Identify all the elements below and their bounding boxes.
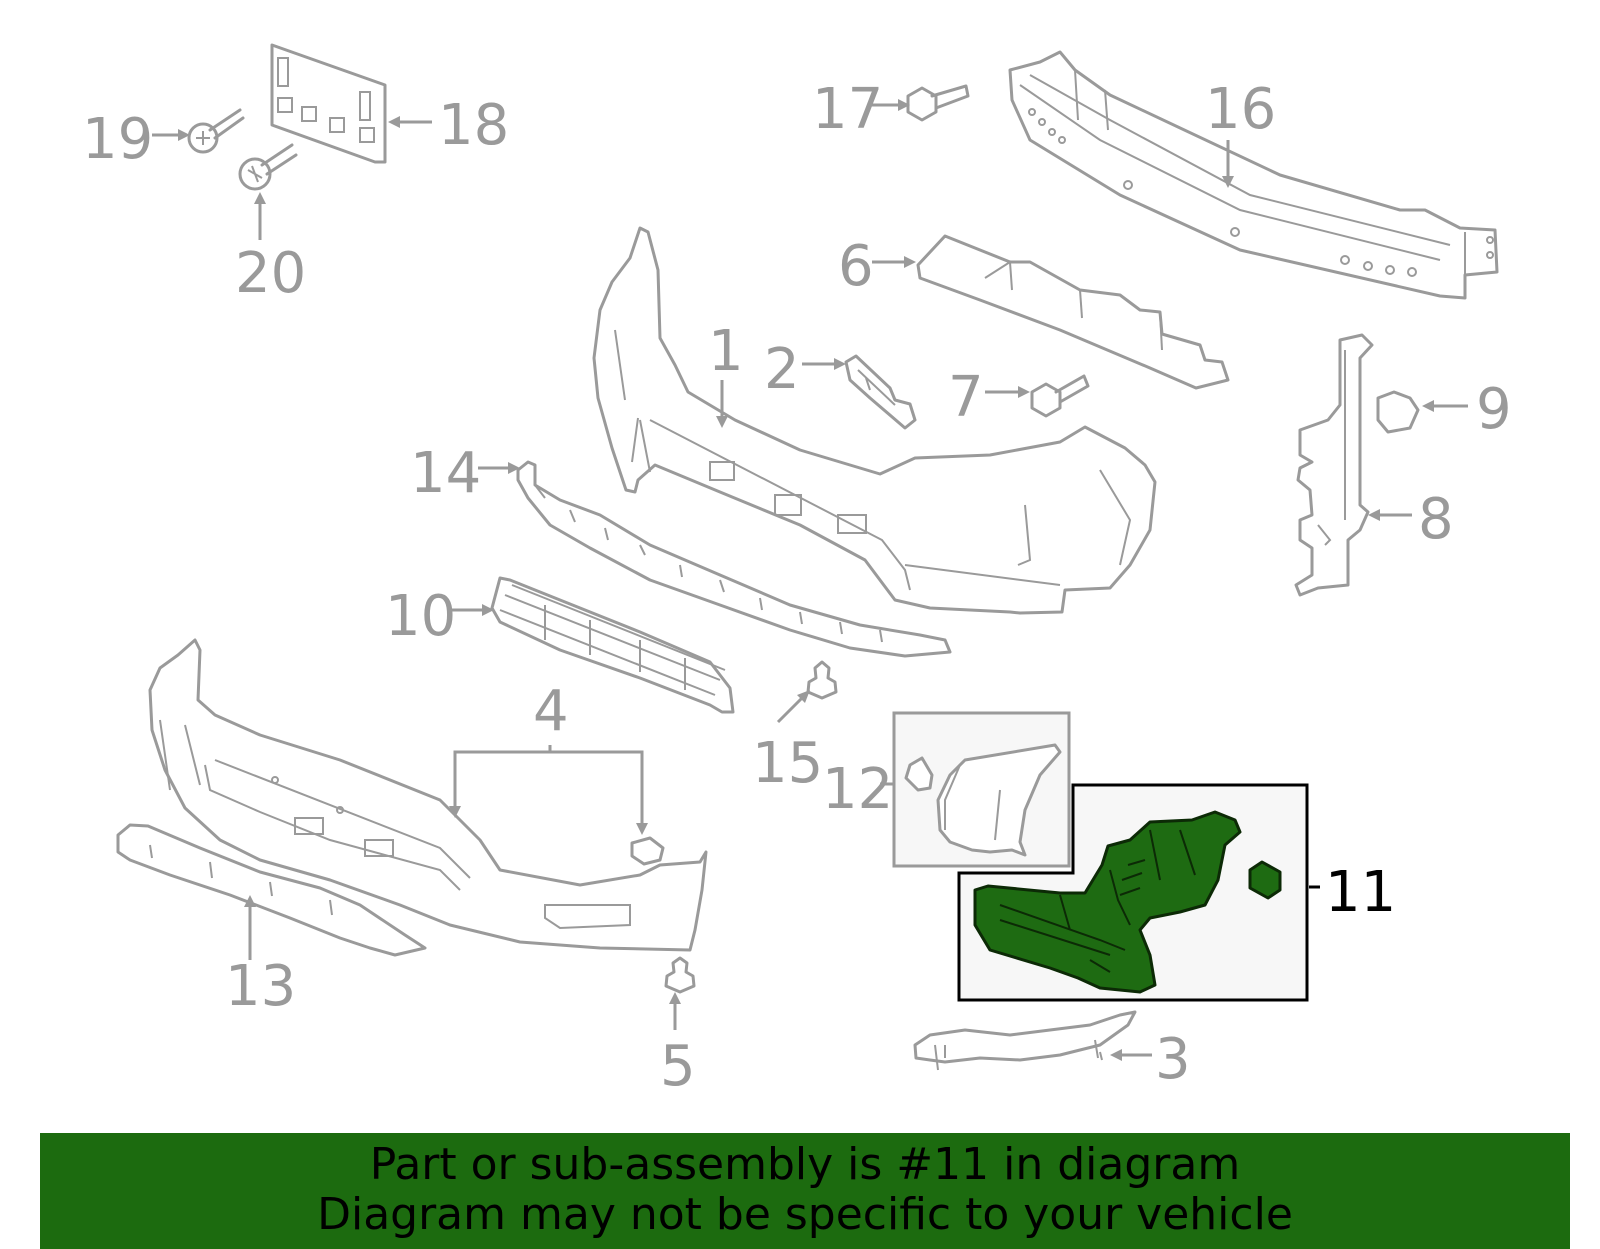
banner-line-part-number: Part or sub-assembly is #11 in diagram: [369, 1139, 1241, 1190]
part-4-lower-bumper[interactable]: [148, 638, 708, 952]
callout-18: 18: [438, 93, 509, 158]
part-12-kit[interactable]: [892, 711, 1071, 868]
callout-17: 17: [812, 77, 883, 142]
callout-10: 10: [385, 584, 456, 649]
part-13-skid-strip[interactable]: [116, 823, 427, 957]
leader-lines: [152, 99, 1468, 1061]
callout-7: 7: [948, 365, 984, 430]
part-11-assembly[interactable]: [957, 783, 1309, 1002]
callout-1: 1: [708, 319, 744, 384]
part-20-screw[interactable]: [238, 143, 298, 191]
callout-9: 9: [1476, 377, 1512, 442]
part-9-clip[interactable]: [1376, 390, 1420, 434]
part-17-bolt[interactable]: [906, 84, 970, 122]
part-16-reinforcement-beam[interactable]: [1008, 50, 1499, 300]
part-10-grille[interactable]: [490, 576, 735, 714]
callout-5: 5: [660, 1034, 696, 1099]
part-6-absorber[interactable]: [916, 234, 1230, 390]
part-1-bumper-cover[interactable]: [592, 226, 1157, 615]
part-3-lower-trim[interactable]: [913, 1010, 1137, 1071]
callout-14: 14: [410, 441, 481, 506]
callout-4: 4: [533, 679, 569, 744]
callout-8: 8: [1418, 487, 1454, 552]
part-8-side-bracket[interactable]: [1294, 333, 1374, 597]
info-banner: Part or sub-assembly is #11 in diagram D…: [40, 1133, 1570, 1249]
banner-line-disclaimer: Diagram may not be specific to your vehi…: [317, 1189, 1293, 1240]
part-2-bracket[interactable]: [844, 354, 917, 430]
part-5-push-clip[interactable]: [664, 956, 696, 994]
callout-15: 15: [752, 731, 823, 796]
callout-2: 2: [764, 337, 800, 402]
callout-13: 13: [225, 954, 296, 1019]
callout-16: 16: [1205, 77, 1276, 142]
part-19-screw[interactable]: [187, 108, 245, 154]
callout-19: 19: [82, 107, 153, 172]
part-15-push-clip[interactable]: [806, 660, 838, 700]
part-14-strip[interactable]: [516, 460, 952, 658]
callout-6: 6: [838, 234, 874, 299]
callout-12: 12: [822, 757, 893, 822]
part-7-bolt[interactable]: [1030, 374, 1090, 418]
part-18-license-bracket[interactable]: [270, 43, 387, 164]
callout-20: 20: [235, 241, 306, 306]
callout-11: 11: [1325, 860, 1396, 925]
callout-labels: 19 18 20 17 16 6 1 2 7 9 8 14 10 4 15 12…: [82, 77, 1512, 1099]
callout-3: 3: [1155, 1027, 1191, 1092]
